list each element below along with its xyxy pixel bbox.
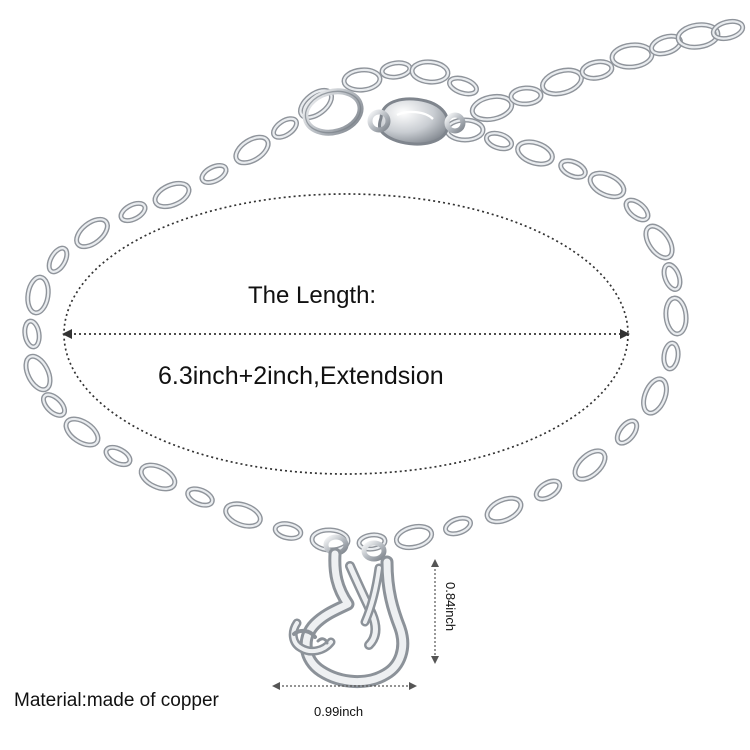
chain-link-highlight	[274, 522, 302, 540]
chain-link-highlight	[624, 198, 650, 222]
chain-link-highlight	[573, 449, 607, 481]
chain-link	[572, 448, 608, 482]
chain-link-highlight	[234, 136, 270, 164]
chain-link-highlight	[410, 60, 450, 84]
chain-link-highlight	[357, 533, 387, 551]
length-title: The Length:	[248, 282, 377, 309]
chain-link-highlight	[24, 355, 52, 391]
length-measure-oval	[62, 193, 630, 475]
chain-link-highlight	[381, 61, 411, 79]
chain-link-highlight	[485, 497, 523, 523]
sloth-pendant-icon	[288, 534, 410, 689]
chain-link-highlight	[509, 86, 543, 106]
chain-link-highlight	[485, 132, 513, 150]
chain-link-highlight	[64, 417, 100, 447]
chain-link-highlight	[186, 487, 214, 507]
chain-link-highlight	[589, 172, 625, 198]
chain-link-highlight	[104, 446, 132, 466]
chain-link-highlight	[75, 218, 109, 248]
pendant-width-measure	[272, 682, 417, 690]
chain-link-highlight	[140, 464, 176, 490]
chain-link-highlight	[581, 60, 613, 80]
material-label: Material:made of copper	[14, 690, 219, 711]
chain-link-highlight	[272, 117, 298, 139]
chain-link-highlight	[444, 517, 472, 535]
pendant-height-label: 0.84inch	[443, 582, 458, 632]
chain-link-highlight	[559, 159, 587, 179]
chain-link-highlight	[224, 502, 262, 528]
chain-link-highlight	[26, 276, 50, 314]
silver-chain-icon	[22, 18, 746, 553]
chain-link-highlight	[342, 68, 382, 92]
lobster-clasp-icon	[302, 88, 466, 146]
chain-link-highlight	[642, 377, 668, 415]
chain-link-highlight	[48, 247, 68, 273]
chain-link-highlight	[471, 95, 513, 121]
chain-link-highlight	[153, 182, 191, 208]
chain-link-highlight	[541, 68, 583, 96]
chain-link-highlight	[712, 20, 744, 40]
chain-link-highlight	[662, 263, 682, 291]
chain-link-highlight	[516, 140, 554, 166]
chain-link-highlight	[535, 479, 561, 501]
chain-link-highlight	[448, 76, 478, 96]
chain-link-highlight	[42, 393, 66, 417]
chain-link-highlight	[23, 320, 41, 348]
chain-link-highlight	[644, 225, 674, 259]
pendant-width-label: 0.99inch	[314, 704, 364, 719]
chain-link-highlight	[119, 202, 147, 222]
chain-link-highlight	[662, 341, 680, 371]
chain-link-highlight	[677, 23, 719, 49]
chain-link-highlight	[200, 164, 228, 184]
pendant-height-measure	[431, 559, 439, 664]
chain-link-highlight	[395, 525, 433, 549]
chain-link-highlight	[664, 296, 688, 336]
chain-link-highlight	[616, 419, 638, 445]
length-value: 6.3inch+2inch,Extendsion	[158, 362, 444, 390]
